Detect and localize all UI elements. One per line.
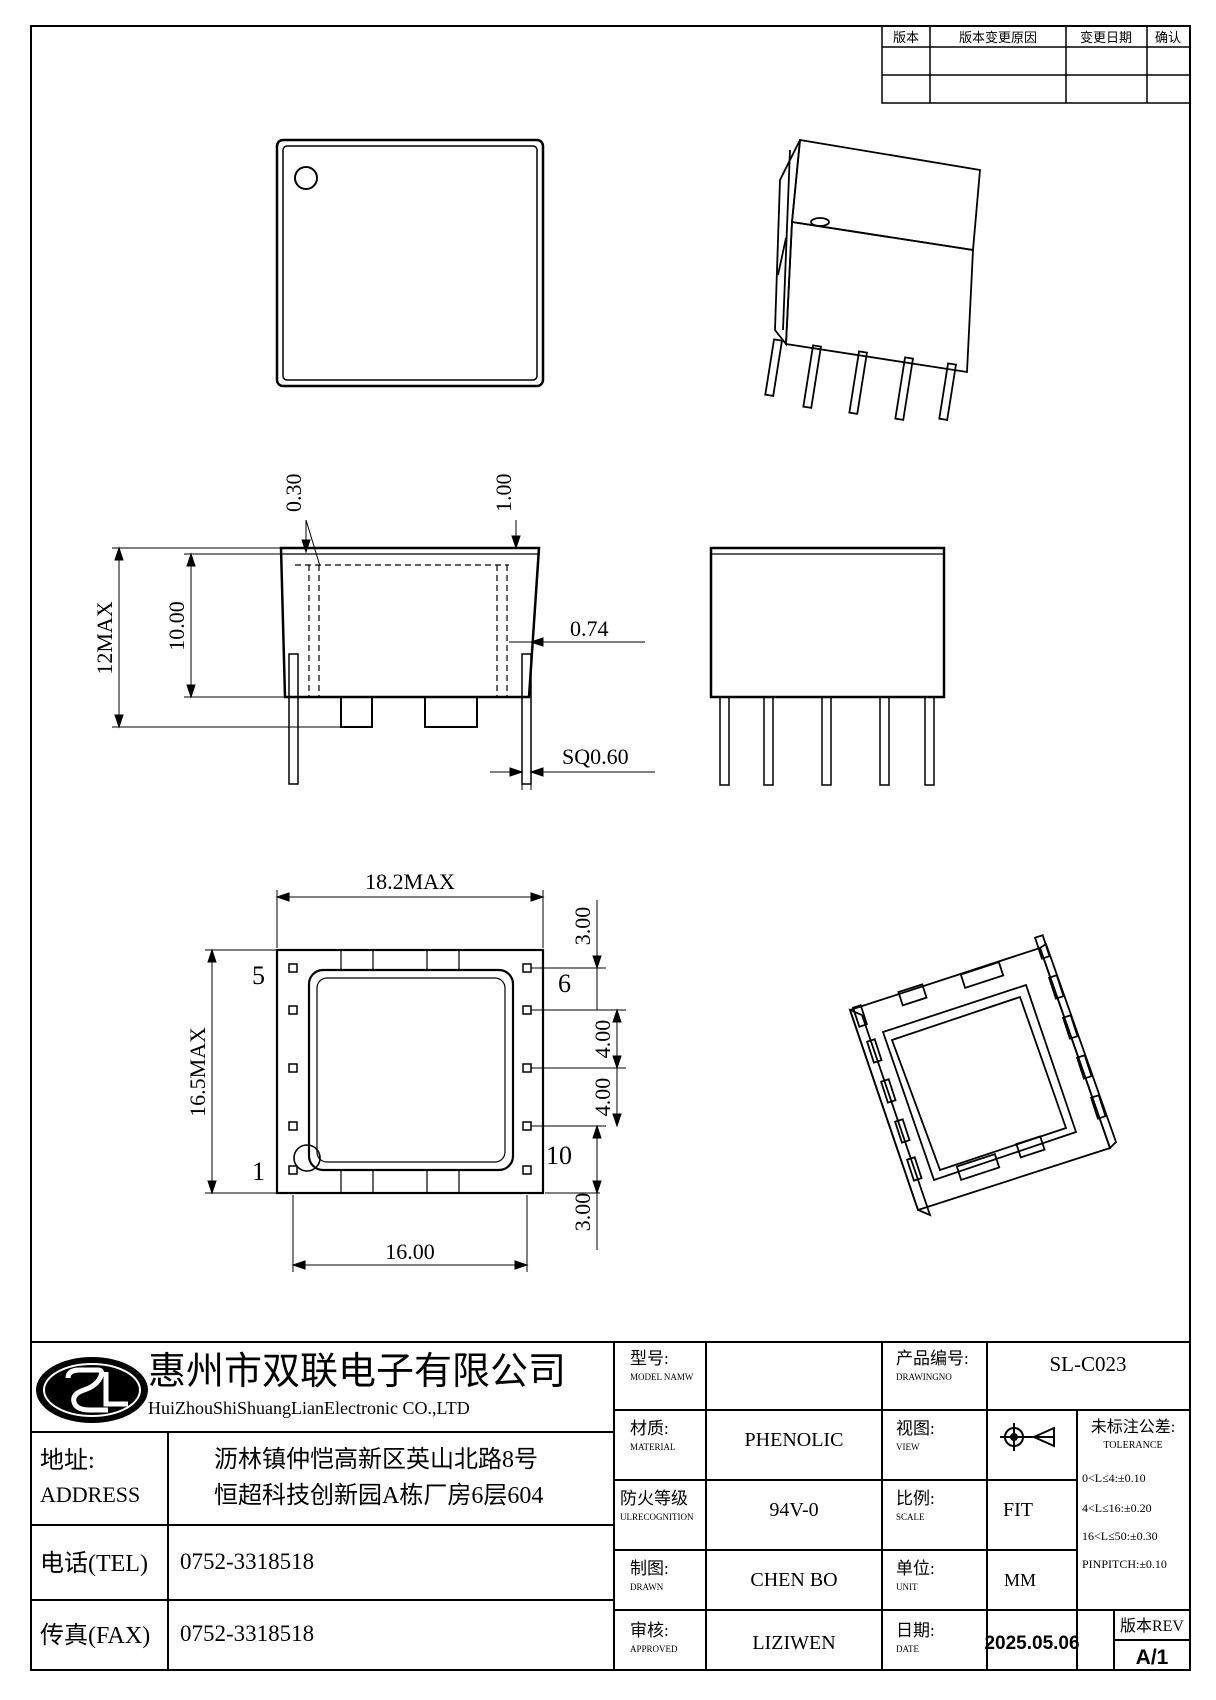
- rev-header-reason: 版本变更原因: [959, 30, 1037, 45]
- drawing-frame: [30, 25, 1191, 1671]
- tolerance-line-1: 0<L≤4:±0.10: [1082, 1471, 1146, 1485]
- address-line-1: 沥林镇仲恺高新区英山北路8号: [214, 1446, 538, 1473]
- revision-table: [881, 25, 1191, 104]
- drawn-label-en: DRAWN: [630, 1582, 664, 1592]
- pin-label-6: 6: [558, 969, 571, 998]
- dim-16-5max: 16.5MAX: [185, 1027, 210, 1117]
- dim-sq0-60: SQ0.60: [562, 744, 629, 769]
- front-view: [709, 546, 946, 786]
- dim-10-00: 10.00: [164, 601, 189, 651]
- unit-label-cn: 单位:: [896, 1559, 935, 1578]
- approved-label-en: APPROVED: [630, 1644, 678, 1654]
- approved-value: LIZIWEN: [752, 1632, 835, 1654]
- dim-0-74: 0.74: [570, 616, 609, 641]
- side-view: [279, 546, 541, 785]
- tel-label: 电话(TEL): [40, 1550, 148, 1577]
- drawn-label-cn: 制图:: [630, 1559, 669, 1578]
- side-view-dimensions: [112, 519, 655, 790]
- fire-rating-value: 94V-0: [769, 1499, 818, 1521]
- scale-value: FIT: [1003, 1499, 1033, 1521]
- dim-0-30: 0.30: [281, 474, 306, 513]
- title-block-grid: [31, 1341, 1190, 1670]
- approved-label-cn: 审核:: [630, 1621, 669, 1640]
- model-label-en: MODEL NAMW: [630, 1372, 694, 1382]
- drawingno-label-en: DRAWINGNO: [896, 1372, 952, 1382]
- unit-label-en: UNIT: [896, 1582, 918, 1592]
- revision-value: A/1: [1136, 1646, 1169, 1669]
- material-label-en: MATERIAL: [630, 1442, 676, 1452]
- dim-4-00-a: 4.00: [590, 1020, 615, 1059]
- dim-1-00: 1.00: [491, 474, 516, 513]
- company-logo-icon: [36, 1357, 148, 1423]
- fire-rating-label-en: ULRECOGNITION: [620, 1512, 694, 1522]
- pin-label-10: 10: [546, 1141, 572, 1170]
- pin-label-5: 5: [252, 961, 265, 990]
- dim-12max: 12MAX: [92, 601, 117, 674]
- tel-value: 0752-3318518: [180, 1549, 314, 1574]
- rev-header-version: 版本: [893, 30, 919, 45]
- tolerance-line-4: PINPITCH:±0.10: [1082, 1557, 1167, 1571]
- tolerance-line-3: 16<L≤50:±0.30: [1082, 1529, 1158, 1543]
- company-name-cn: 惠州市双联电子有限公司: [148, 1351, 566, 1393]
- view-label-cn: 视图:: [896, 1419, 935, 1438]
- top-view: [275, 138, 545, 388]
- material-label-cn: 材质:: [630, 1419, 669, 1438]
- isometric-top-view: [764, 138, 981, 421]
- drawingno-label-cn: 产品编号:: [896, 1349, 969, 1368]
- tolerance-title: 未标注公差:: [1091, 1418, 1175, 1436]
- address-label-cn: 地址:: [40, 1447, 95, 1474]
- third-angle-projection-icon: [1000, 1423, 1055, 1451]
- tolerance-en: TOLERANCE: [1103, 1440, 1162, 1451]
- rev-header-confirm: 确认: [1155, 30, 1181, 45]
- address-line-2: 恒超科技创新园A栋厂房6层604: [214, 1482, 543, 1509]
- isometric-bottom-view: [848, 934, 1118, 1217]
- company-name-en: HuiZhouShiShuangLianElectronic CO.,LTD: [148, 1398, 470, 1418]
- drawn-value: CHEN BO: [750, 1569, 837, 1591]
- bottom-view-dimensions: [205, 890, 626, 1272]
- dim-4-00-b: 4.00: [590, 1078, 615, 1117]
- dim-18-2max: 18.2MAX: [365, 869, 455, 894]
- dim-16-00: 16.00: [385, 1239, 435, 1264]
- fax-value: 0752-3318518: [180, 1621, 314, 1646]
- date-value: 2025.05.06: [984, 1633, 1079, 1654]
- dim-3-00-top: 3.00: [570, 907, 595, 946]
- date-label-cn: 日期:: [896, 1621, 935, 1640]
- rev-header-date: 变更日期: [1080, 30, 1132, 45]
- material-value: PHENOLIC: [745, 1429, 844, 1451]
- address-label-en: ADDRESS: [40, 1482, 140, 1507]
- drawingno-value: SL-C023: [1049, 1352, 1126, 1376]
- view-label-en: VIEW: [896, 1442, 920, 1452]
- fire-rating-label-cn: 防火等级: [620, 1489, 688, 1508]
- unit-value: MM: [1004, 1570, 1036, 1590]
- revision-label: 版本REV: [1120, 1617, 1184, 1635]
- date-label-en: DATE: [896, 1644, 919, 1654]
- scale-label-cn: 比例:: [896, 1489, 935, 1508]
- bottom-view: [275, 948, 545, 1195]
- scale-label-en: SCALE: [896, 1512, 925, 1522]
- pin1-marker-circle: [294, 166, 318, 190]
- pin-label-1: 1: [252, 1157, 265, 1186]
- fax-label: 传真(FAX): [40, 1622, 150, 1649]
- dim-3-00-bottom: 3.00: [570, 1193, 595, 1232]
- model-label-cn: 型号:: [630, 1349, 669, 1368]
- tolerance-line-2: 4<L≤16:±0.20: [1082, 1501, 1152, 1515]
